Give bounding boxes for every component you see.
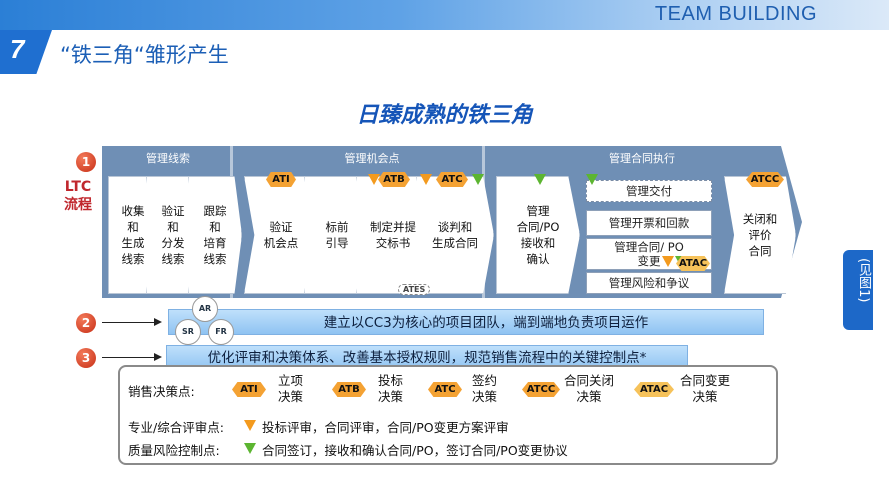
review-point-icon bbox=[662, 256, 674, 267]
team-node-ar: AR bbox=[192, 296, 218, 322]
legend-box: 销售决策点: ATI 立项 决策 ATB 投标 决策 ATC 签约 决策 ATC… bbox=[118, 365, 778, 465]
step-manage-po: 管理 合同/PO 接收和 确认 bbox=[496, 176, 580, 294]
arrow-head-icon bbox=[154, 318, 162, 326]
arrow-line bbox=[102, 322, 154, 323]
legend-tag-atcc: ATCC bbox=[522, 382, 560, 397]
arrow-line bbox=[102, 357, 154, 358]
ltc-label: LTC 流程 bbox=[64, 179, 92, 213]
review-point-icon bbox=[420, 174, 432, 185]
marker-1: 1 bbox=[76, 152, 96, 172]
team-node-fr: FR bbox=[208, 319, 234, 345]
team-node-sr: SR bbox=[175, 319, 201, 345]
legend-tag-atb: ATB bbox=[332, 382, 366, 397]
legend-tag-ati: ATI bbox=[232, 382, 266, 397]
legend-decision-2: 投标 决策 bbox=[378, 373, 404, 404]
marker-3: 3 bbox=[76, 348, 96, 368]
step-submit-bid: 制定并提 交标书 bbox=[356, 176, 430, 294]
section-tab-marker bbox=[0, 30, 52, 74]
step-track-leads: 跟踪 和 培育 线索 bbox=[188, 176, 242, 294]
step-close-contract: 关闭和 评价 合同 bbox=[724, 176, 796, 294]
quality-point-icon bbox=[586, 174, 598, 185]
tag-atc: ATC bbox=[436, 172, 468, 187]
slide-title: 日臻成熟的铁三角 bbox=[356, 103, 533, 128]
legend-quality-label: 质量风险控制点: bbox=[128, 443, 220, 458]
step-negotiate: 谈判和 生成合同 bbox=[416, 176, 494, 294]
legend-review-label: 专业/综合评审点: bbox=[128, 420, 224, 435]
side-reference-label: (见图1) bbox=[856, 258, 871, 303]
side-reference-tab[interactable]: (见图1) bbox=[843, 250, 873, 330]
top-banner bbox=[0, 0, 889, 30]
section-title: “铁三角“雏形产生 bbox=[60, 43, 229, 67]
brand-text: TEAM BUILDING bbox=[654, 3, 817, 25]
legend-quality-text: 合同签订，接收和确认合同/PO，签订合同/PO变更协议 bbox=[262, 443, 568, 458]
arrow-head-icon bbox=[154, 353, 162, 361]
review-point-icon bbox=[244, 420, 256, 431]
legend-decision-4: 合同关闭 决策 bbox=[564, 373, 615, 404]
legend-decision-1: 立项 决策 bbox=[278, 373, 304, 404]
section-number: 7 bbox=[10, 34, 25, 64]
phase-header-opportunity: 管理机会点 bbox=[344, 152, 400, 165]
quality-point-icon bbox=[244, 443, 256, 454]
review-point-icon bbox=[368, 174, 380, 185]
step-manage-risk: 管理风险和争议 bbox=[586, 272, 712, 294]
tag-ati: ATI bbox=[266, 172, 296, 187]
quality-point-icon bbox=[472, 174, 484, 185]
phase-header-contract: 管理合同执行 bbox=[609, 152, 675, 165]
ltc-process-band: 管理线索 管理机会点 管理合同执行 收集 和 生成 线索 验证 和 分发 线索 … bbox=[102, 146, 802, 301]
legend-decision-3: 签约 决策 bbox=[472, 373, 498, 404]
tag-ates: ATES bbox=[398, 284, 431, 295]
step-manage-invoice: 管理开票和回款 bbox=[586, 210, 712, 236]
legend-review-text: 投标评审，合同评审，合同/PO变更方案评审 bbox=[262, 420, 509, 435]
legend-decision-label: 销售决策点: bbox=[128, 384, 195, 399]
legend-tag-atc: ATC bbox=[428, 382, 462, 397]
marker-2: 2 bbox=[76, 313, 96, 333]
step-manage-delivery: 管理交付 bbox=[586, 180, 712, 202]
tag-atcc: ATCC bbox=[746, 172, 784, 187]
legend-tag-atac: ATAC bbox=[634, 382, 674, 397]
step-verify-leads: 验证 和 分发 线索 bbox=[146, 176, 200, 294]
quality-point-icon bbox=[534, 174, 546, 185]
team-bar: 建立以CC3为核心的项目团队，端到端地负责项目运作 bbox=[168, 309, 764, 335]
legend-decision-5: 合同变更 决策 bbox=[680, 373, 731, 404]
tag-atb: ATB bbox=[378, 172, 410, 187]
tag-atac: ATAC bbox=[676, 256, 710, 271]
step-manage-change: 管理合同/ PO 变更 bbox=[586, 238, 712, 270]
phase-header-leads: 管理线索 bbox=[146, 152, 190, 165]
